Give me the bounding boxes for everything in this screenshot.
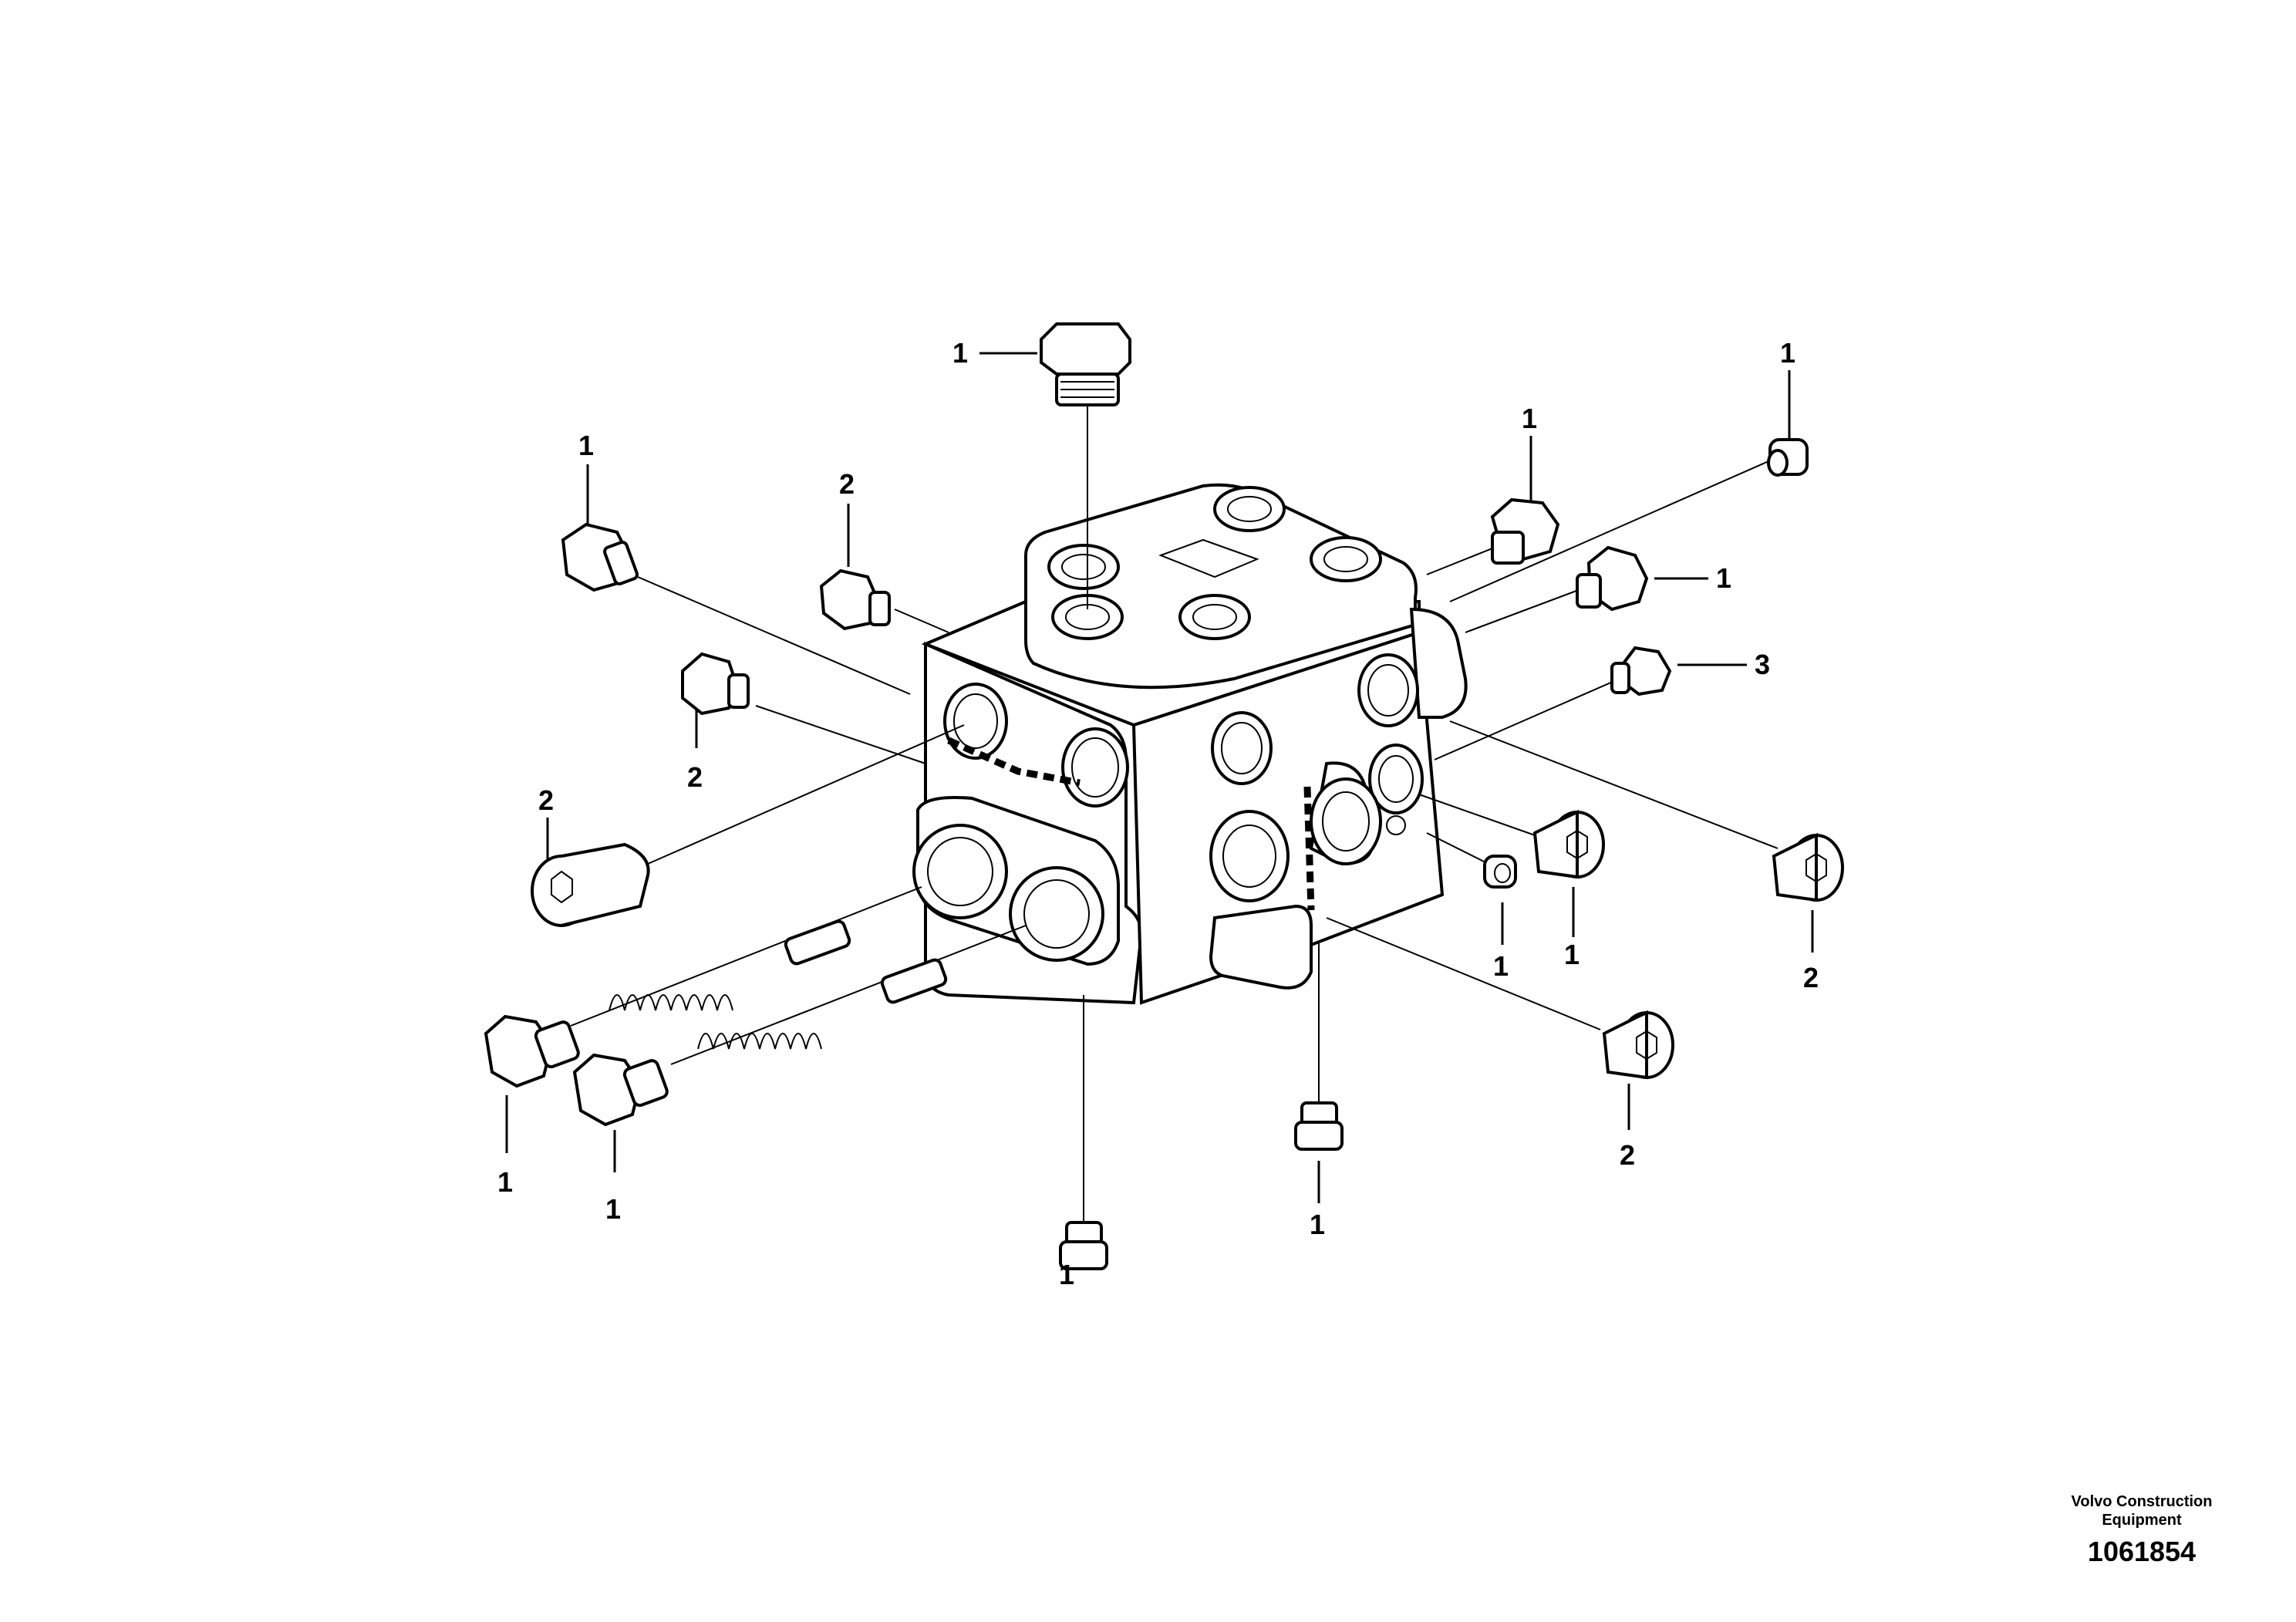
plug-socket-right-1 [1532, 809, 1605, 879]
springs-and-poppets [609, 919, 948, 1050]
callout-label: 1 [1493, 950, 1509, 982]
plug-mid-left-hex [681, 652, 750, 716]
callout-label: 2 [687, 761, 703, 793]
callout-label: 1 [1059, 1259, 1074, 1290]
plug-socket-far-right [1772, 832, 1844, 902]
callout-label: 1 [1780, 337, 1795, 369]
callout-label: 2 [1803, 962, 1819, 993]
plug-top-hex [1040, 322, 1131, 406]
callout-label: 1 [1564, 939, 1580, 970]
plug-socket-left [531, 842, 650, 927]
callout-label: 1 [1522, 403, 1537, 434]
valve-body [912, 483, 1468, 1005]
plug-bottom-left-hex-1 [484, 1014, 580, 1088]
document-number: 1061854 [2087, 1536, 2197, 1567]
plug-right-hex [1576, 545, 1649, 612]
callout-label: 2 [1620, 1139, 1635, 1171]
plug-upper-left-hex [561, 522, 639, 592]
callout-label: 1 [578, 430, 594, 461]
plug-bottom-left-hex-2 [572, 1053, 669, 1127]
brand-line-1: Volvo Construction [2071, 1493, 2213, 1510]
plug-small-right [1483, 855, 1517, 889]
leader-lines [505, 352, 1814, 1253]
fitting-right-nipple [1610, 646, 1672, 696]
callout-label: 3 [1755, 649, 1770, 680]
plug-upper-left-2-hex [819, 568, 891, 631]
callout-label: 2 [538, 784, 554, 816]
plug-upper-right-hex [1490, 497, 1560, 565]
plug-far-right-small [1767, 438, 1809, 477]
callouts: 1 1 2 1 1 1 3 2 2 2 1 1 2 1 1 1 1 1 2 [497, 337, 1819, 1290]
plug-bottom-center [1294, 1101, 1344, 1151]
callout-label: 1 [952, 337, 968, 369]
doc-footer: Volvo Construction Equipment 1061854 [2041, 1492, 2242, 1568]
plug-socket-lower-right [1602, 1010, 1674, 1080]
brand-line-2: Equipment [2102, 1512, 2182, 1529]
callout-label: 1 [605, 1193, 621, 1225]
callout-label: 2 [839, 468, 855, 500]
callout-label: 1 [1310, 1209, 1325, 1240]
plug-bottom-left-center [1059, 1221, 1108, 1270]
callout-label: 1 [1716, 562, 1731, 594]
callout-label: 1 [497, 1166, 513, 1198]
